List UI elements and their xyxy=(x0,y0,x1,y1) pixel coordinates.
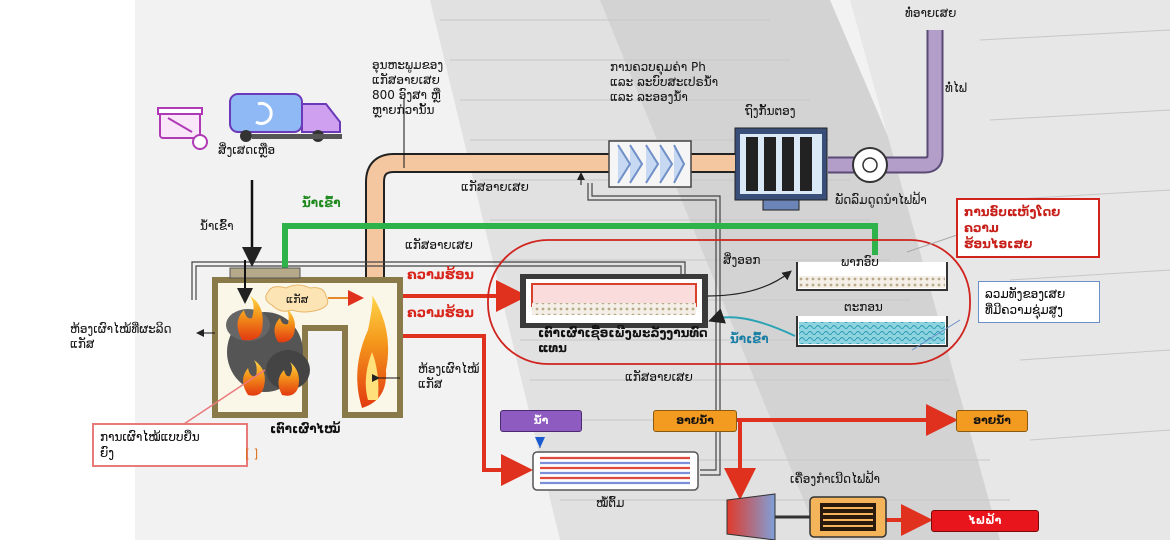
exhaust-top-label: ທໍ່ອາຍເສຍ xyxy=(905,6,957,20)
turbine xyxy=(726,493,776,540)
induced-fan-label: ພັດລົມດູດນຳໄຟຟ້າ xyxy=(835,193,927,207)
exhaust-gas-label-1: ແກັສອາຍເສຍ xyxy=(461,180,529,194)
steam-tag-1: ອາຍນ້ຳ xyxy=(653,410,737,432)
gas-label: ແກັສ xyxy=(286,293,309,306)
partial-combustion-callout: ການເຜົາໄໝ້ແບບຍືນ ຍົງ xyxy=(92,423,248,467)
filter-icon xyxy=(734,127,828,211)
dry-tray xyxy=(796,262,948,291)
water-in-label-3: ນ້ຳເຂົ້າ xyxy=(730,332,769,346)
ph-control-label: ການຄວບຄຸມຄ່າ Ph ແລະ ລະບົບສະເປຣນ້ຳ ແລະ ລະ… xyxy=(610,60,719,104)
gas-combustion-chamber-label: ຫ້ອງເຜົາໄໝ້ ແກັສ xyxy=(418,362,480,391)
dryer-unit xyxy=(520,274,708,328)
generator-label: ເຄື່ອງກຳເນີດໄຟຟ້າ xyxy=(790,472,880,486)
incinerator-label: ເຕົາເຜົາໄໝ້ xyxy=(270,422,341,436)
electricity-tag: ໄຟຟ້າ xyxy=(931,510,1039,532)
chimney-label: ທໍ່ໄຟ xyxy=(945,81,967,95)
generator xyxy=(809,496,887,538)
sediment-tray xyxy=(796,316,948,347)
water-tag: ນ້ຳ xyxy=(500,410,582,432)
heat-label-1: ຄວາມຮ້ອນ xyxy=(407,268,474,283)
exhaust-gas-label-2: ແກັສອາຍເສຍ xyxy=(405,238,473,252)
sediment-label: ຕະກອນ xyxy=(844,300,883,314)
water-in-label-2: ນ້ຳເຂົ້າ xyxy=(302,196,341,210)
heat-flow xyxy=(400,280,958,536)
water-in-label-1: ນ້ຳເຂົ້າ xyxy=(200,219,234,233)
fan-icon xyxy=(852,147,888,183)
gas-cloud xyxy=(265,284,329,313)
heat-label-2: ຄວາມຮ້ອນ xyxy=(407,306,474,321)
dryer-label: ເຕົາເຜົາເຊື້ອເພີງພະລັງງານທົດ ແທນ xyxy=(538,326,708,355)
output-label: ສິ່ງອອກ xyxy=(723,253,761,267)
water-inlet-arrow xyxy=(535,437,545,448)
dry-part-label: ພາກອົບ xyxy=(841,255,879,269)
fire-icon xyxy=(237,295,389,408)
waste-label: ສິ່ງເສດເຫຼືອ xyxy=(218,143,276,157)
humid-waste-callout: ລວມທັງຂອງເສຍ ທີ່ມີຄວາມຊຸ່ມສູງ xyxy=(978,281,1100,323)
gasification-chamber-label: ຫ້ອງເຜົາໄໝ້ທີ່ຜະລິດ ແກັສ xyxy=(70,322,172,351)
steam-tag-2: ອາຍນ້ຳ xyxy=(956,410,1028,432)
bracket-note: [ ] xyxy=(245,447,259,461)
temperature-note: ອຸນຫະພູມຂອງ ແກັສອາຍເສຍ 800 ອົງສາ ຫຼື ຫຼາ… xyxy=(372,58,444,117)
scrubber-unit xyxy=(608,140,692,188)
boiler-label: ໝໍ້ຕົ້ມ xyxy=(596,496,625,510)
drying-section-outline xyxy=(487,239,971,365)
trash-bin-icon xyxy=(157,107,208,150)
exhaust-gas-label-3: ແກັສອາຍເສຍ xyxy=(625,370,693,384)
drying-section-callout: ການອົບແຫ້ງໂດຍຄວາມ ຮ້ອນໄອເສຍ xyxy=(956,198,1100,258)
boiler xyxy=(532,451,699,491)
bag-filter-label: ຖົງກັ້ນຕອງ xyxy=(745,104,796,118)
garbage-truck-icon xyxy=(229,93,342,142)
